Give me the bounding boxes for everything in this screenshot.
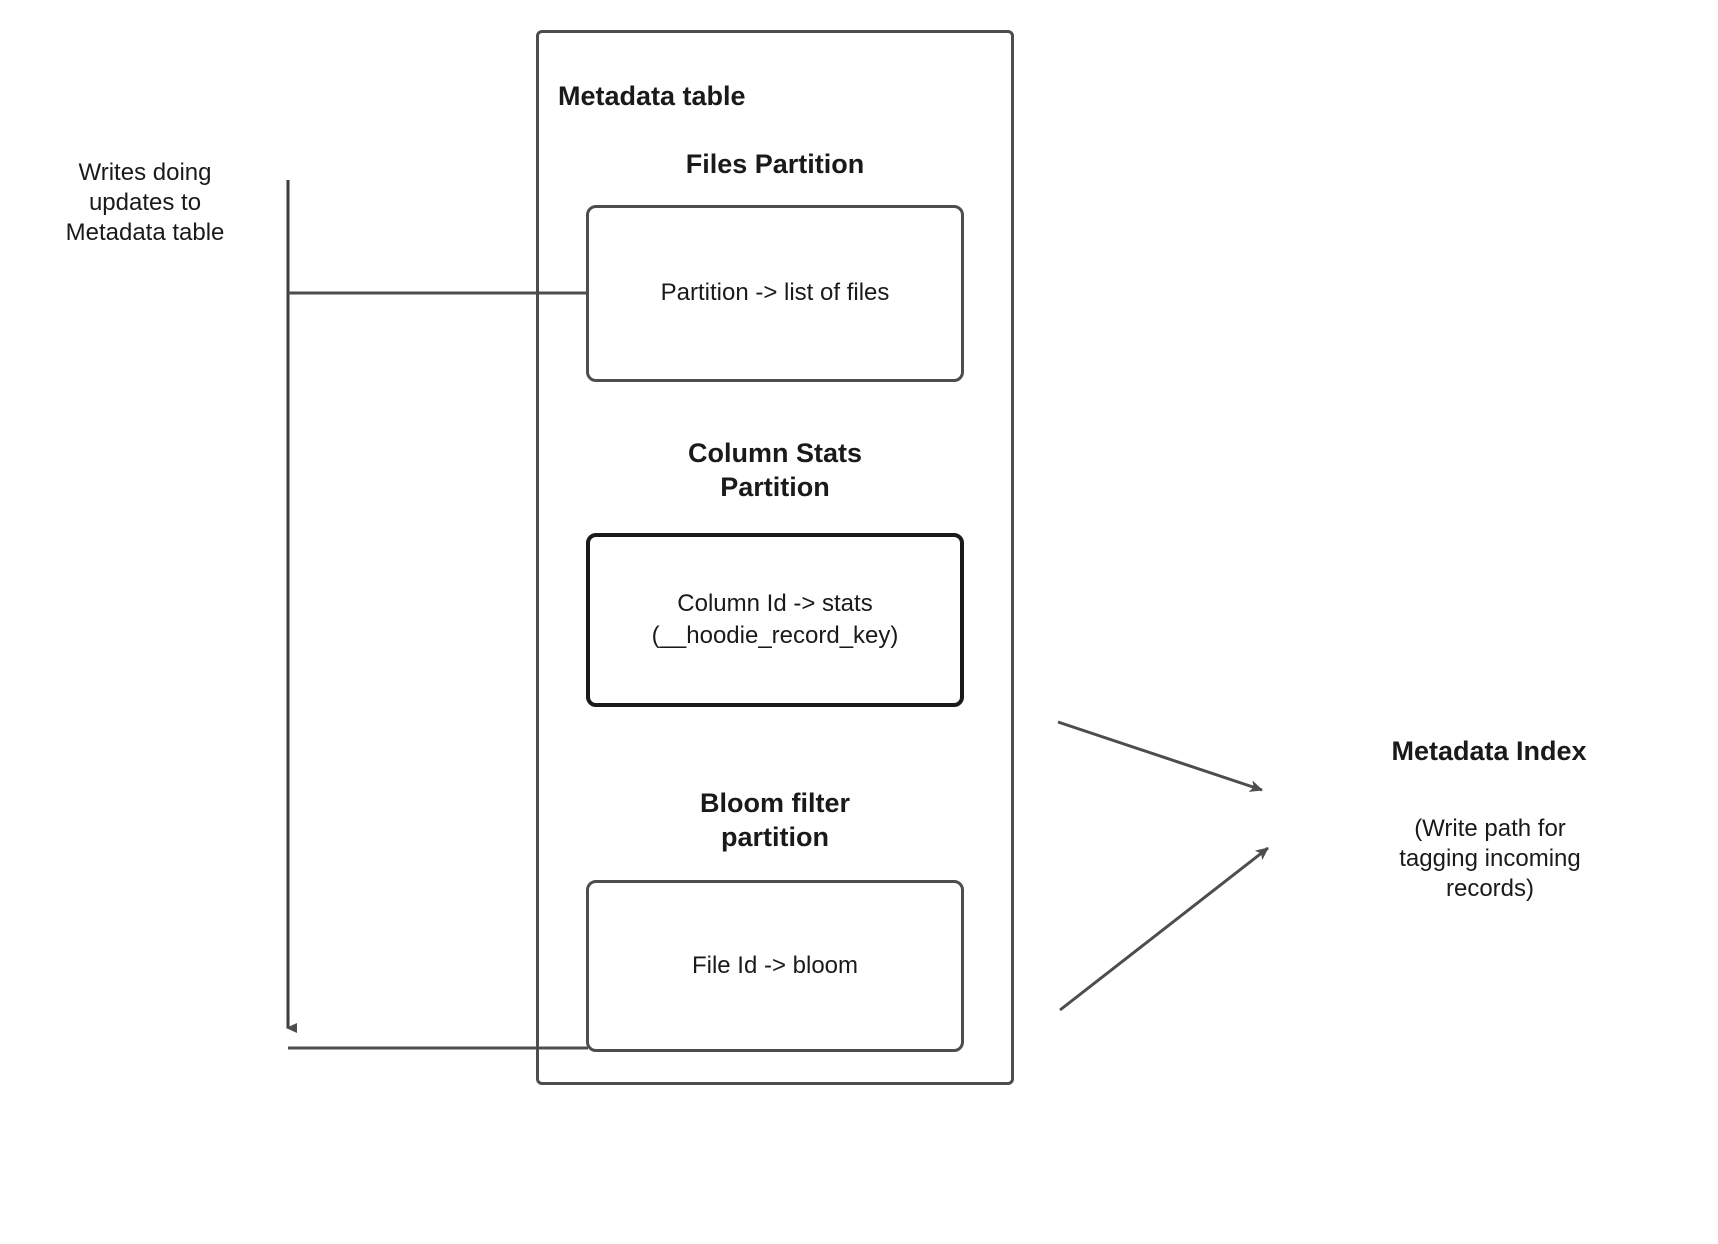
- column-stats-box-label: Column Id -> stats (__hoodie_record_key): [651, 589, 899, 649]
- bloom-filter-partition-heading: Bloom filter partition: [699, 788, 850, 852]
- metadata-index-caption: (Write path for tagging incoming records…: [1399, 815, 1581, 902]
- column-stats-partition-box[interactable]: Column Id -> stats (__hoodie_record_key): [586, 533, 964, 707]
- files-partition-box[interactable]: Partition -> list of files: [586, 205, 964, 382]
- files-partition-box-label: Partition -> list of files: [660, 279, 890, 307]
- column-stats-to-index-arrow: [1057, 720, 1263, 792]
- writes-doing-updates-label: Writes doing updates to Metadata table: [65, 159, 225, 246]
- metadata-table-container: [536, 30, 1014, 1085]
- files-partition-heading: Files Partition: [685, 149, 865, 179]
- metadata-table-title: Metadata table: [558, 81, 746, 111]
- bloom-filter-partition-box[interactable]: File Id -> bloom: [586, 880, 964, 1052]
- bloom-filter-to-index-arrow: [1059, 846, 1269, 1012]
- column-stats-partition-heading: Column Stats Partition: [687, 438, 862, 502]
- metadata-index-title: Metadata Index: [1391, 736, 1587, 766]
- bloom-filter-box-label: File Id -> bloom: [691, 951, 859, 979]
